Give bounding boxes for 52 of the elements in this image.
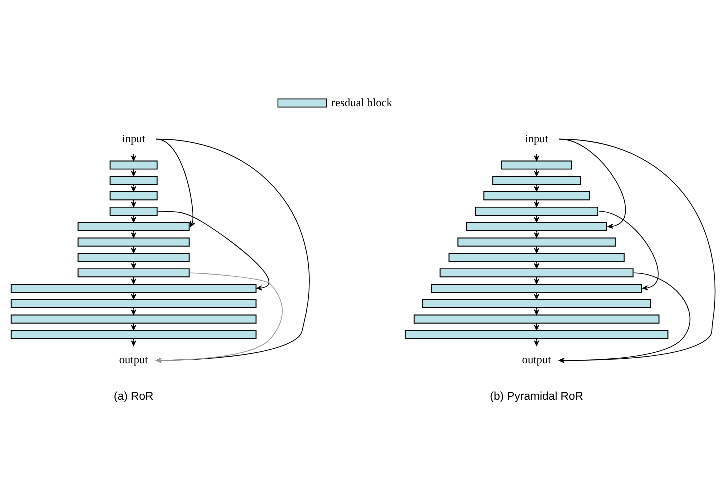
arrow <box>156 272 283 363</box>
node-box <box>10 314 257 324</box>
arrow <box>158 210 270 290</box>
node-box <box>422 298 652 308</box>
node-box <box>440 268 634 278</box>
arrow <box>131 153 136 161</box>
arrow <box>559 138 716 363</box>
node-box <box>484 191 590 200</box>
label: (b) Pyramidal RoR <box>490 390 584 403</box>
node-box <box>110 206 158 216</box>
node-box <box>10 298 257 308</box>
node-box <box>110 160 158 170</box>
arrow <box>131 322 136 330</box>
arrow <box>156 138 196 227</box>
legend-label: resdual block <box>332 96 392 109</box>
node-box <box>78 252 190 262</box>
arrow <box>131 261 136 269</box>
arrow <box>131 214 136 222</box>
arrow <box>598 210 659 290</box>
node-box <box>110 176 158 185</box>
node-text: output <box>119 354 148 366</box>
node-text: input <box>525 132 548 145</box>
arrow <box>131 276 136 284</box>
arrow <box>131 230 136 238</box>
node-box <box>501 160 572 170</box>
node-box <box>78 237 190 246</box>
arrow <box>131 168 136 176</box>
arrow <box>131 338 136 346</box>
node-box <box>431 283 642 293</box>
node-box <box>448 252 625 262</box>
arrow <box>131 199 136 207</box>
arrow <box>131 184 136 192</box>
node-box <box>475 206 599 216</box>
node-box <box>404 330 669 339</box>
label: (a) RoR <box>114 390 154 403</box>
arrow <box>559 272 691 363</box>
node-text: input <box>122 132 146 145</box>
node-text: output <box>522 354 552 366</box>
arrow <box>131 292 136 300</box>
node-box <box>78 268 190 278</box>
node-box <box>414 314 660 324</box>
arrow <box>131 307 136 315</box>
node-box <box>10 330 257 339</box>
node-box <box>78 222 190 231</box>
node-box <box>466 222 608 231</box>
node-box <box>110 191 158 200</box>
node-box <box>492 176 582 185</box>
arrow <box>156 138 310 363</box>
arrow <box>131 246 136 254</box>
node-box <box>458 237 616 246</box>
arrow <box>559 138 626 229</box>
node-box <box>10 283 257 293</box>
